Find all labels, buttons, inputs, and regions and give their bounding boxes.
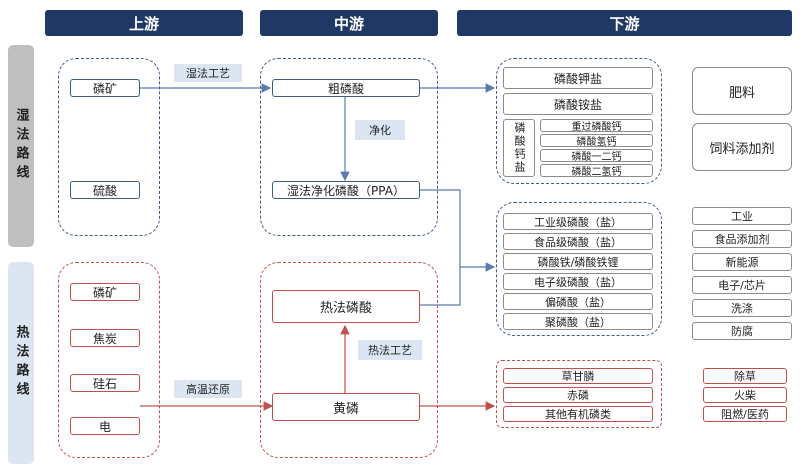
fine-product-industrial: 工业级磷酸（盐） — [503, 213, 653, 230]
use-industrial: 工业 — [692, 207, 792, 225]
region-fine-chem — [496, 202, 662, 336]
fine-product-food: 食品级磷酸（盐） — [503, 233, 653, 250]
product-glyphosate: 草甘膦 — [503, 368, 653, 384]
region-thermal-upstream — [58, 262, 160, 458]
product-potassium-phosphate: 磷酸钾盐 — [503, 67, 653, 89]
label-high-temp-reduction: 高温还原 — [174, 380, 242, 398]
use-herbicide: 除草 — [703, 368, 787, 384]
route-label-thermal: 热法路线 — [8, 262, 34, 464]
ppa-purified-acid: 湿法净化磷酸（PPA） — [272, 181, 420, 199]
use-fertilizer: 肥料 — [692, 67, 792, 115]
header-upstream: 上游 — [45, 10, 243, 36]
product-triple-superphosphate: 重过磷酸钙 — [540, 119, 653, 133]
use-food-additive: 食品添加剂 — [692, 230, 792, 248]
thermal-phosphoric-acid: 热法磷酸 — [272, 290, 420, 323]
region-wet-midstream — [260, 58, 438, 236]
label-wet-process: 湿法工艺 — [174, 64, 242, 82]
input-electricity: 电 — [70, 417, 140, 435]
header-downstream: 下游 — [457, 10, 792, 36]
group-calcium-phosphate: 磷酸钙盐 — [503, 119, 535, 177]
use-electronics-chips: 电子/芯片 — [692, 276, 792, 294]
region-wet-downstream — [496, 58, 662, 184]
route-label-wet: 湿法路线 — [8, 45, 34, 247]
product-dicalcium-phosphate: 磷酸氢钙 — [540, 134, 653, 148]
region-wet-upstream — [58, 58, 160, 236]
use-new-energy: 新能源 — [692, 253, 792, 271]
fine-product-metaphosphate: 偏磷酸（盐） — [503, 293, 653, 310]
product-other-organophosphorus: 其他有机磷类 — [503, 406, 653, 422]
use-feed-additive: 饲料添加剂 — [692, 123, 792, 171]
label-purify: 净化 — [355, 120, 405, 140]
arrow-thermal-to-fine — [420, 267, 461, 306]
fine-product-lfp: 磷酸铁/磷酸铁锂 — [503, 253, 653, 270]
input-phosphate-ore: 磷矿 — [70, 79, 140, 97]
product-mono-dicalcium-phosphate: 磷酸一二钙 — [540, 149, 653, 163]
input-sulfuric-acid: 硫酸 — [70, 181, 140, 199]
product-monocalcium-phosphate: 磷酸二氢钙 — [540, 164, 653, 178]
region-thermal-midstream — [260, 262, 438, 458]
fine-product-polyphosphate: 聚磷酸（盐） — [503, 313, 653, 330]
input-silica: 硅石 — [70, 374, 140, 392]
arrow-ppa-to-fine — [420, 189, 496, 272]
label-thermal-process: 热法工艺 — [358, 340, 422, 360]
use-anticorrosion: 防腐 — [692, 322, 792, 340]
product-red-phosphorus: 赤磷 — [503, 387, 653, 403]
yellow-phosphorus: 黄磷 — [272, 393, 420, 421]
input-thermal-phosphate-ore: 磷矿 — [70, 283, 140, 301]
fine-product-electronic: 电子级磷酸（盐） — [503, 273, 653, 290]
crude-phosphoric-acid: 粗磷酸 — [272, 79, 420, 97]
use-matches: 火柴 — [703, 387, 787, 403]
header-midstream: 中游 — [260, 10, 438, 36]
product-ammonium-phosphate: 磷酸铵盐 — [503, 93, 653, 115]
region-thermal-downstream — [496, 360, 662, 428]
input-coke: 焦炭 — [70, 329, 140, 347]
use-flame-retardant-medicine: 阻燃/医药 — [703, 406, 787, 422]
use-detergent: 洗涤 — [692, 299, 792, 317]
